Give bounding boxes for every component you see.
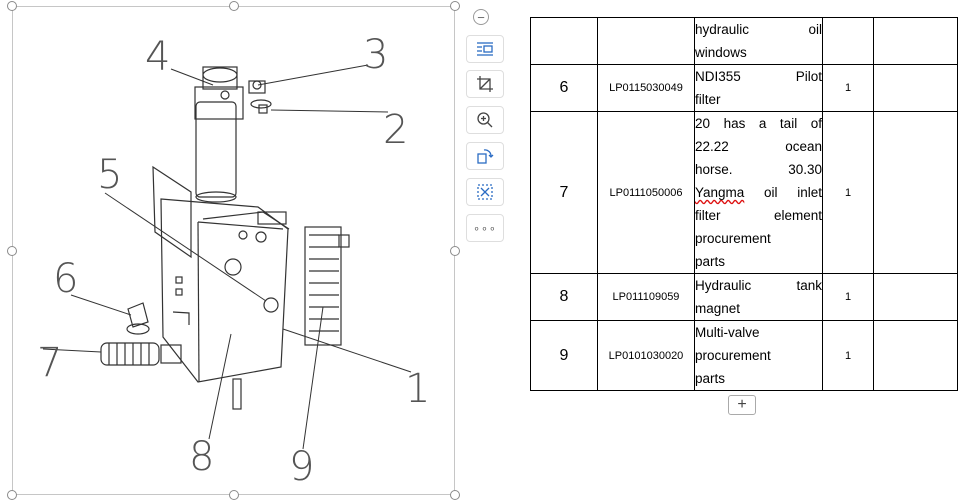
description-cell[interactable]: Hydraulic tank magnet <box>694 273 823 321</box>
compress-button[interactable] <box>466 178 504 206</box>
description-line: NDI355 Pilot <box>695 69 822 84</box>
description-line: procurement <box>695 231 771 246</box>
callout-9: 9 <box>289 444 315 490</box>
callout-7: 7 <box>37 340 63 386</box>
callout-2: 2 <box>383 107 409 153</box>
more-options-button[interactable]: ∘∘∘ <box>466 214 504 242</box>
rotate-icon <box>477 149 494 164</box>
table-row: hydraulic oil windows <box>530 17 958 65</box>
description-cell[interactable]: 20 has a tail of 22.22 ocean horse. 30.3… <box>694 111 823 274</box>
compress-icon <box>477 184 493 200</box>
description-line: hydraulic oil <box>695 22 822 37</box>
crop-button[interactable] <box>466 70 504 98</box>
rotate-button[interactable] <box>466 142 504 170</box>
resize-handle-top-left[interactable] <box>7 1 17 11</box>
description-cell[interactable]: Multi-valve procurement parts <box>694 320 823 391</box>
item-number-cell[interactable] <box>530 17 598 65</box>
extra-cell[interactable] <box>873 320 958 391</box>
description-line: parts <box>695 254 726 269</box>
spellcheck-word[interactable]: Yangma <box>695 185 745 200</box>
part-code-cell[interactable]: LP0115030049 <box>597 64 695 112</box>
callout-5: 5 <box>97 152 123 198</box>
description-line: windows <box>695 45 747 60</box>
description-line: parts <box>695 371 726 386</box>
callout-4: 4 <box>145 34 171 80</box>
description-line-spellcheck: Yangma oil inlet <box>695 185 822 200</box>
resize-handle-bottom-left[interactable] <box>7 490 17 500</box>
resize-handle-middle-right[interactable] <box>450 246 460 256</box>
resize-handle-middle-left[interactable] <box>7 246 17 256</box>
description-line: filter element <box>695 208 822 223</box>
callout-6: 6 <box>53 256 79 302</box>
description-line: magnet <box>695 301 741 316</box>
quantity-cell[interactable]: 1 <box>822 273 874 321</box>
callout-8: 8 <box>189 434 215 480</box>
item-number-cell[interactable]: 6 <box>530 64 598 112</box>
resize-handle-top-center[interactable] <box>229 1 239 11</box>
collapse-toolbar-button[interactable]: − <box>473 9 489 25</box>
description-line: Multi-valve <box>695 325 760 340</box>
description-line: horse. 30.30 <box>695 162 822 177</box>
exploded-drawing-image[interactable]: 4 3 2 5 6 7 8 9 1 <box>12 6 455 495</box>
callout-3: 3 <box>363 32 389 78</box>
extra-cell[interactable] <box>873 273 958 321</box>
part-code-cell[interactable]: LP0111050006 <box>597 111 695 274</box>
part-code-cell[interactable]: LP0101030020 <box>597 320 695 391</box>
crop-icon <box>477 76 493 92</box>
extra-cell[interactable] <box>873 111 958 274</box>
parts-table: hydraulic oil windows 6 LP0115030049 NDI… <box>530 17 958 391</box>
item-number-cell[interactable]: 8 <box>530 273 598 321</box>
quantity-cell[interactable] <box>822 17 874 65</box>
resize-handle-bottom-right[interactable] <box>450 490 460 500</box>
hydraulic-tank-drawing <box>42 64 412 450</box>
wrap-text-button[interactable] <box>466 35 504 63</box>
table-row: 7 LP0111050006 20 has a tail of 22.22 oc… <box>530 111 958 274</box>
zoom-in-button[interactable] <box>466 106 504 134</box>
resize-handle-bottom-center[interactable] <box>229 490 239 500</box>
table-row: 9 LP0101030020 Multi-valve procurement p… <box>530 320 958 391</box>
more-icon: ∘∘∘ <box>473 222 497 235</box>
quantity-cell[interactable]: 1 <box>822 64 874 112</box>
item-number-cell[interactable]: 9 <box>530 320 598 391</box>
description-line: procurement <box>695 348 771 363</box>
description-line: 20 has a tail of <box>695 116 822 131</box>
extra-cell[interactable] <box>873 17 958 65</box>
description-line: filter <box>695 92 721 107</box>
item-number-cell[interactable]: 7 <box>530 111 598 274</box>
part-code-cell[interactable]: LP011109059 <box>597 273 695 321</box>
description-cell[interactable]: hydraulic oil windows <box>694 17 823 65</box>
zoom-in-icon <box>477 112 493 128</box>
wrap-text-icon <box>477 42 493 56</box>
quantity-cell[interactable]: 1 <box>822 320 874 391</box>
resize-handle-top-right[interactable] <box>450 1 460 11</box>
description-line: Hydraulic tank <box>695 278 822 293</box>
callout-1: 1 <box>405 366 431 412</box>
extra-cell[interactable] <box>873 64 958 112</box>
description-line: 22.22 ocean <box>695 139 822 154</box>
add-row-button[interactable]: + <box>728 395 756 415</box>
table-row: 6 LP0115030049 NDI355 Pilot filter 1 <box>530 64 958 112</box>
part-code-cell[interactable] <box>597 17 695 65</box>
table-row: 8 LP011109059 Hydraulic tank magnet 1 <box>530 273 958 321</box>
quantity-cell[interactable]: 1 <box>822 111 874 274</box>
description-cell[interactable]: NDI355 Pilot filter <box>694 64 823 112</box>
